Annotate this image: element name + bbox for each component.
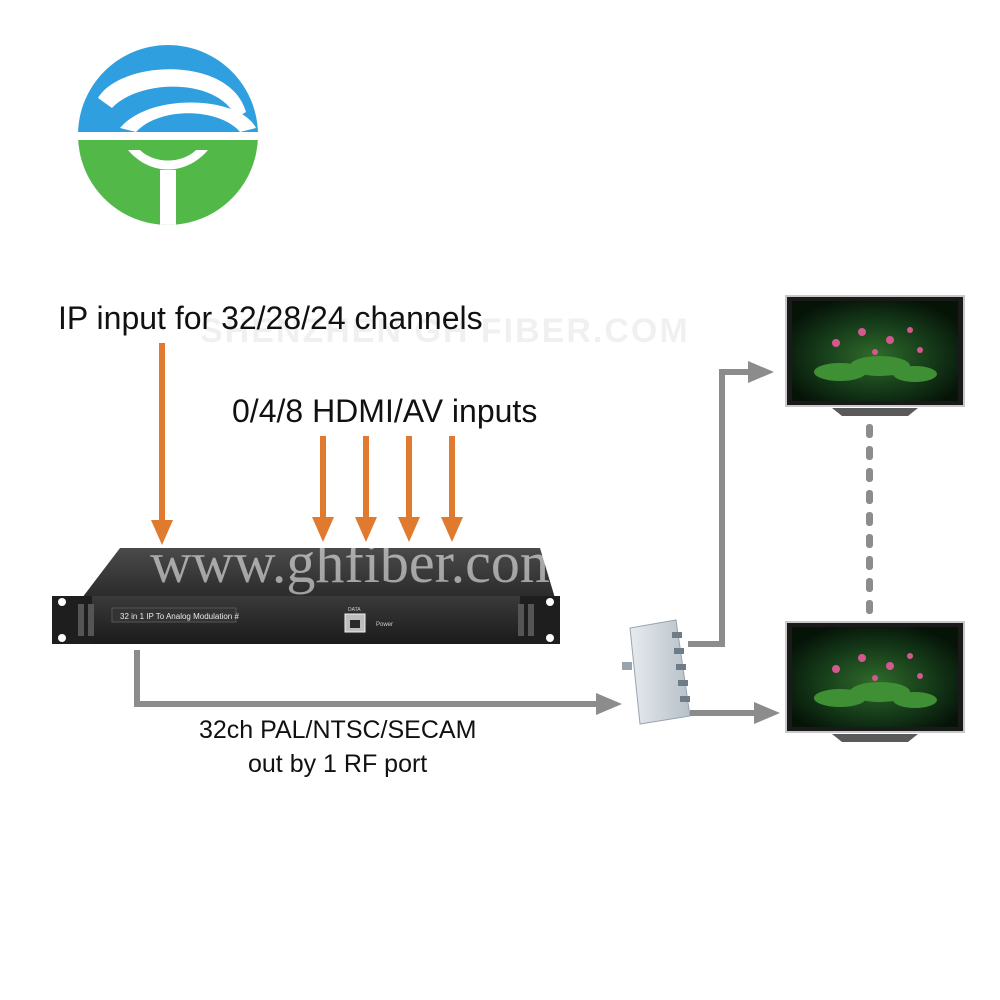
device-power-label: Power (376, 622, 393, 628)
ip-input-arrow (151, 343, 173, 545)
hdmi-input-label: 0/4/8 HDMI/AV inputs (232, 393, 538, 429)
ip-input-label: IP input for 32/28/24 channels (58, 300, 483, 336)
device-panel-label: 32 in 1 IP To Analog Modulation # (120, 612, 239, 621)
hdmi-input-arrow-1 (312, 436, 334, 542)
company-logo (78, 45, 258, 225)
rf-output-arrow (134, 650, 622, 715)
tv-dotted-connector (866, 424, 873, 614)
hdmi-input-arrow-4 (441, 436, 463, 542)
watermark-faint: SHENZHEN GH FIBER.COM (200, 312, 690, 350)
tv-feed-arrow-top (688, 361, 774, 647)
output-label-line1: 32ch PAL/NTSC/SECAM (199, 716, 477, 744)
modulator-device (52, 548, 560, 644)
hdmi-input-arrow-3 (398, 436, 420, 542)
tv-monitor-icon (785, 295, 965, 416)
watermark-main: www.ghfiber.com (150, 530, 565, 595)
hdmi-input-arrow-2 (355, 436, 377, 542)
rf-splitter-icon (622, 619, 691, 725)
tv-feed-arrow-bottom (690, 702, 780, 724)
device-port-label: DATA (348, 607, 361, 613)
output-label-line2: out by 1 RF port (248, 750, 428, 778)
tv-monitor-icon (785, 621, 965, 742)
